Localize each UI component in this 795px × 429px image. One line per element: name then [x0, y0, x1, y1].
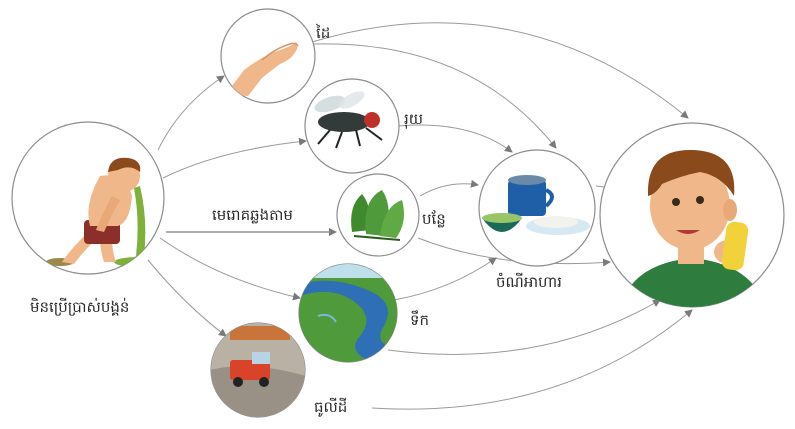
label-water: ទឹក [410, 313, 429, 328]
label-soil: ធូលីដី [314, 400, 347, 415]
node-hands [221, 9, 315, 103]
river-landscape-icon [298, 262, 398, 366]
label-open-defecation: មិនប្រើប្រាស់បង្គន់ [30, 300, 129, 315]
node-water [298, 262, 398, 366]
arrow-sick-to-water [160, 238, 300, 298]
arrow-fly-to-food [398, 125, 512, 152]
arrow-sick-to-fly [163, 141, 306, 178]
node-vegetables [337, 174, 419, 256]
node-food [479, 150, 595, 266]
arrow-veg-to-food-top [420, 184, 478, 196]
arrow-water-to-food [394, 258, 496, 300]
label-hands: ដៃ [316, 26, 330, 41]
label-flies: រុយ [404, 112, 423, 127]
label-food: ចំណីអាហារ [496, 275, 562, 290]
node-soil [210, 322, 306, 418]
node-infected-person [600, 123, 784, 310]
arrow-sick-to-soil [148, 260, 226, 336]
arrow-sick-to-hand [158, 76, 224, 150]
label-vegetables: បន្លែ [422, 212, 446, 227]
node-open-defecation [12, 122, 164, 274]
node-flies [305, 79, 399, 173]
label-germs-path: មេរោគឆ្លងតាម [212, 208, 293, 223]
